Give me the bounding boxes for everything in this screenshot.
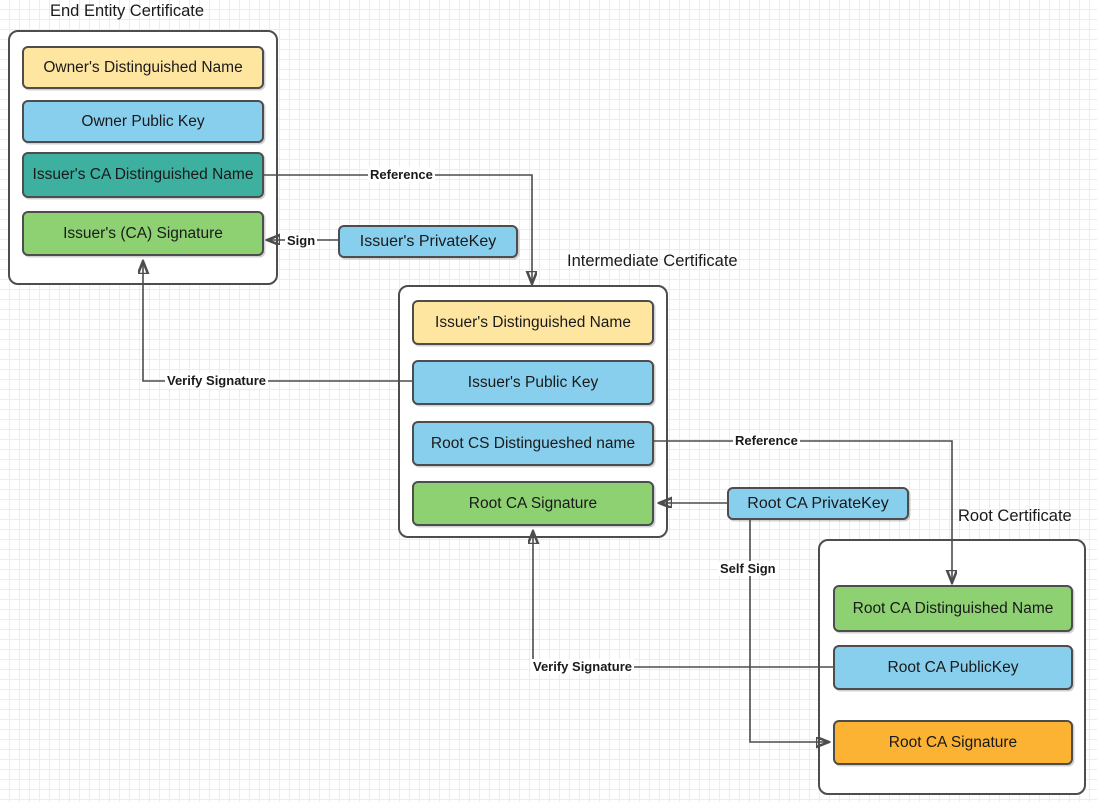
edge-label-verify-signature-bottom: Verify Signature bbox=[531, 659, 634, 674]
edge-label-reference-bottom: Reference bbox=[733, 433, 800, 448]
title-intermediate-certificate: Intermediate Certificate bbox=[567, 252, 738, 270]
wire-self-sign bbox=[749, 520, 828, 742]
title-root-certificate: Root Certificate bbox=[958, 507, 1072, 525]
end-entity-field-issuer-ca-signature: Issuer's (CA) Signature bbox=[22, 211, 264, 256]
intermediate-field-root-cs-distinguished-name: Root CS Distingueshed name bbox=[412, 421, 654, 466]
edge-label-reference-top: Reference bbox=[368, 167, 435, 182]
end-entity-field-owner-distinguished-name: Owner's Distinguished Name bbox=[22, 46, 264, 89]
intermediate-field-issuer-distinguished-name: Issuer's Distinguished Name bbox=[412, 300, 654, 345]
root-field-root-ca-distinguished-name: Root CA Distinguished Name bbox=[833, 585, 1073, 632]
root-field-root-ca-signature: Root CA Signature bbox=[833, 720, 1073, 765]
issuer-private-key-box: Issuer's PrivateKey bbox=[338, 225, 518, 258]
root-ca-private-key-box: Root CA PrivateKey bbox=[727, 487, 909, 520]
title-end-entity-certificate: End Entity Certificate bbox=[50, 2, 205, 20]
end-entity-field-owner-public-key: Owner Public Key bbox=[22, 100, 264, 143]
end-entity-field-issuer-ca-distinguished-name: Issuer's CA Distinguished Name bbox=[22, 152, 264, 198]
edge-label-sign-top: Sign bbox=[285, 233, 318, 248]
intermediate-field-issuer-public-key: Issuer's Public Key bbox=[412, 360, 654, 405]
root-field-root-ca-public-key: Root CA PublicKey bbox=[833, 645, 1073, 690]
edge-label-verify-signature-top: Verify Signature bbox=[165, 373, 268, 388]
wire-verify-signature-bottom bbox=[533, 532, 833, 668]
intermediate-field-root-ca-signature: Root CA Signature bbox=[412, 481, 654, 526]
edge-label-self-sign: Self Sign bbox=[718, 561, 778, 576]
